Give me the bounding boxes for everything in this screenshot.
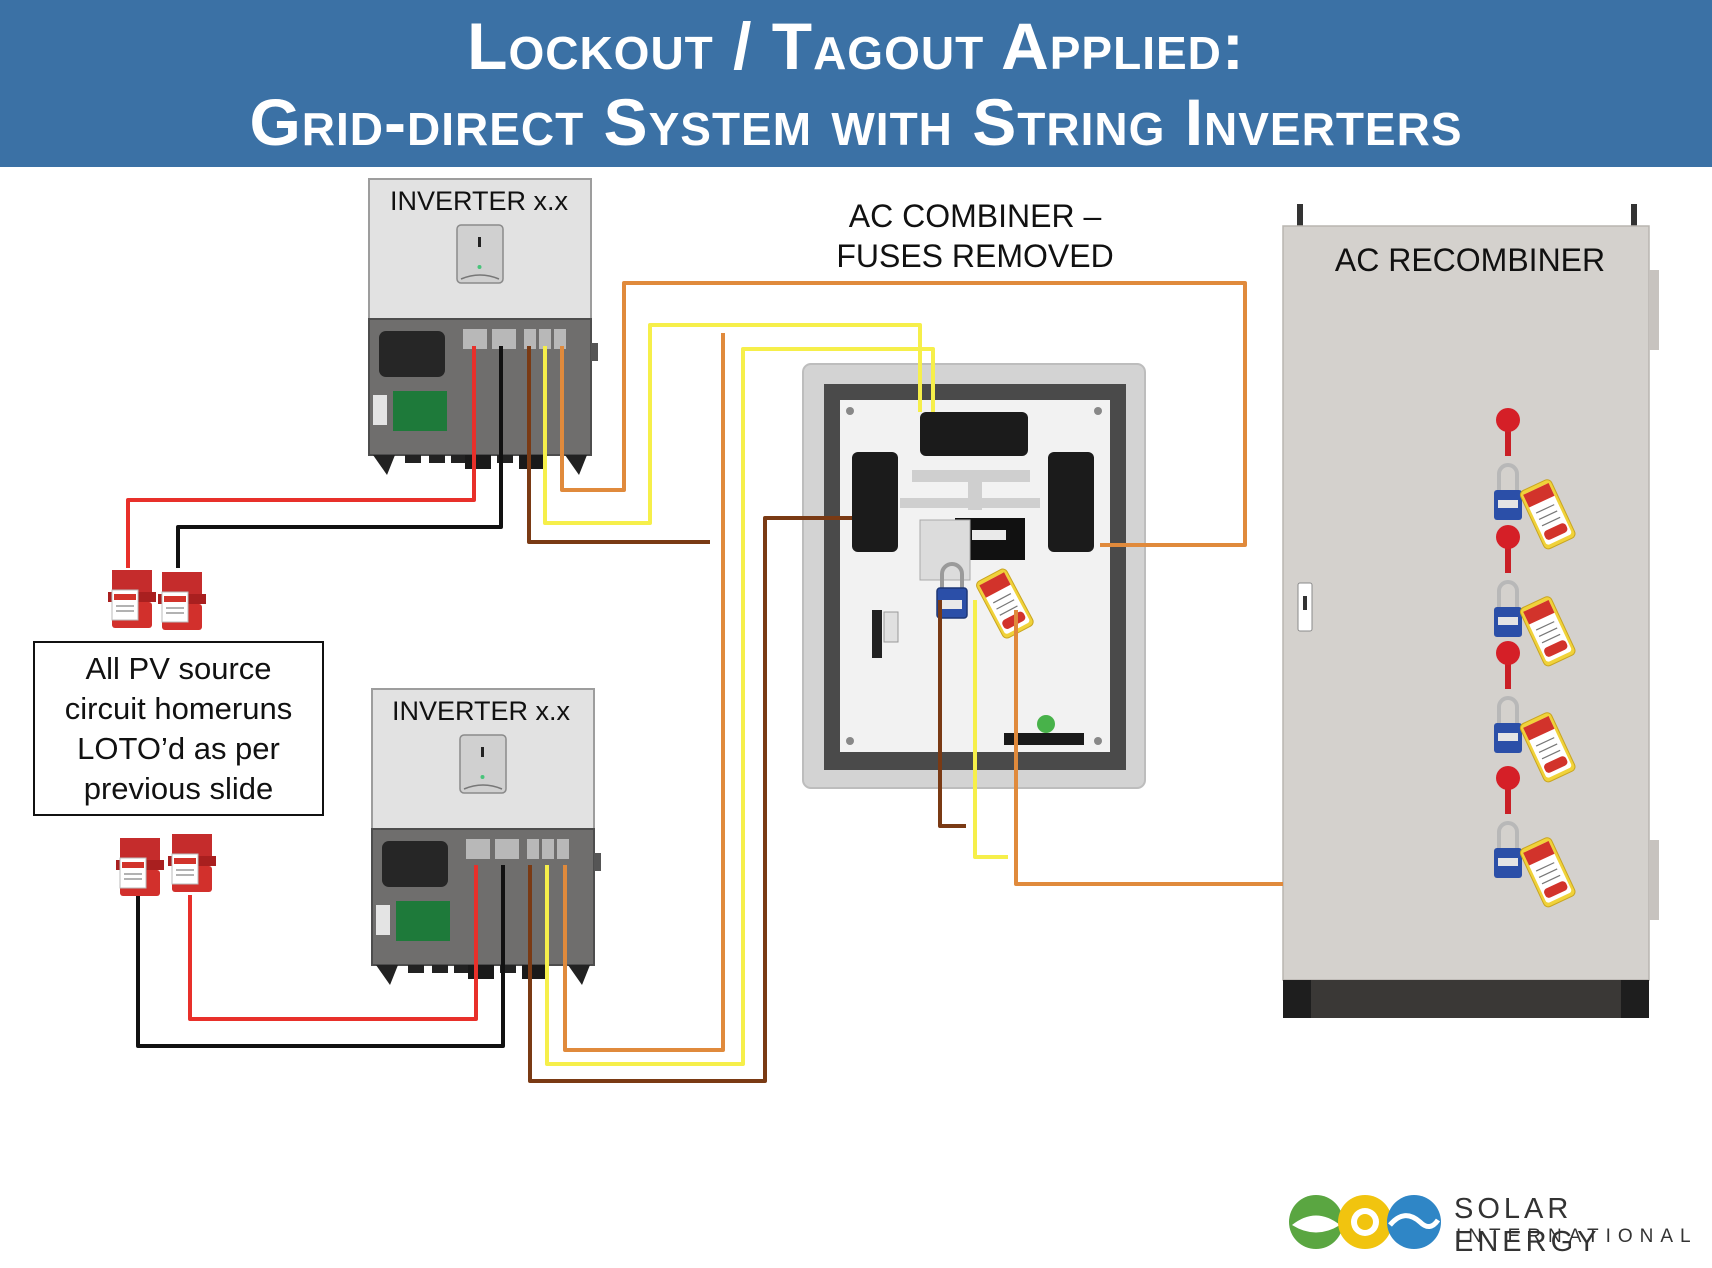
inverter-1-ac-wires	[527, 281, 1247, 547]
top-fuse-block	[920, 412, 1028, 456]
left-fuse-block	[852, 452, 898, 552]
combiner-output-wires	[938, 600, 1283, 886]
note-box: All PV source circuit homeruns LOTO’d as…	[33, 641, 324, 816]
ac-recombiner-cabinet	[1282, 204, 1659, 1018]
logo-text-line2: INTERNATIONAL	[1456, 1226, 1698, 1247]
logo-text-line1: SOLAR ENERGY	[1454, 1193, 1601, 1258]
inverter-2-label: INVERTER x.x	[392, 696, 571, 726]
note-line: previous slide	[83, 770, 274, 806]
sei-logo-icon	[1289, 1195, 1441, 1249]
ac-combiner-label-line2: FUSES REMOVED	[836, 238, 1114, 274]
mc4-lockout-2-icon	[157, 571, 207, 631]
ac-recombiner-label: AC RECOMBINER	[1334, 242, 1606, 278]
mc4-lockout-4-icon	[167, 833, 217, 893]
note-line: LOTO’d as per	[77, 730, 280, 766]
header-banner: Lockout / Tagout Applied: Grid-direct Sy…	[0, 0, 1712, 167]
ground-icon	[1037, 715, 1055, 733]
mc4-lockout-1-icon	[107, 569, 157, 629]
inverter-2-ac-wires	[528, 333, 935, 1083]
inverter-1-dc-wires	[126, 346, 503, 568]
page-title-line1: Lockout / Tagout Applied:	[467, 9, 1245, 83]
note-line: circuit homeruns	[64, 690, 293, 726]
note-line: All PV source	[85, 650, 272, 686]
inverter-2-dc-wires	[136, 865, 505, 1048]
inverter-1-label: INVERTER x.x	[390, 186, 569, 216]
mc4-lockout-3-icon	[115, 837, 165, 897]
ac-combiner-label-line1: AC COMBINER –	[848, 198, 1102, 234]
page-title-line2: Grid-direct System with String Inverters	[249, 85, 1463, 159]
right-fuse-block	[1048, 452, 1094, 552]
